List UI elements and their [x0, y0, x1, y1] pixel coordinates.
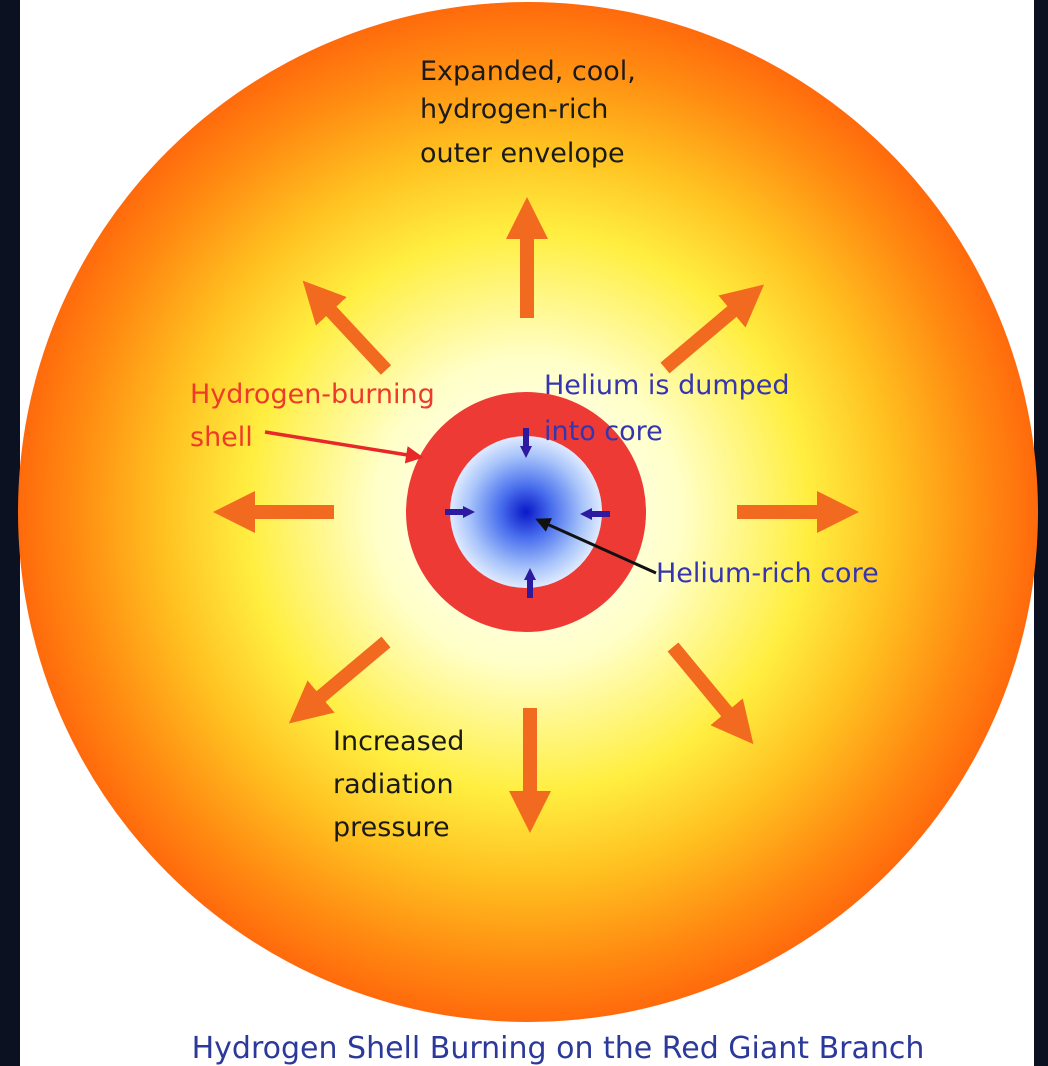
envelope-label-line-3: outer envelope: [420, 138, 625, 169]
core-label: Helium-rich core: [656, 558, 879, 589]
radiation-label-line-2: radiation: [333, 769, 454, 800]
radiation-label: Increased radiation pressure: [333, 726, 473, 843]
core-pointer: [535, 518, 657, 575]
helium-core: [450, 436, 602, 588]
diagram-caption: Hydrogen Shell Burning on the Red Giant …: [192, 1031, 925, 1066]
envelope-label: Expanded, cool, hydrogen-rich outer enve…: [420, 56, 644, 169]
envelope-label-line-2: hydrogen-rich: [420, 94, 608, 125]
arrow-down-left: [288, 636, 391, 724]
envelope-label-line-1: Expanded, cool,: [420, 56, 636, 87]
shell-label-line-2: shell: [190, 422, 253, 453]
arrow-down-right: [667, 642, 754, 745]
arrow-up-left: [302, 280, 392, 375]
radiation-arrows: [213, 197, 859, 833]
shell-label-line-1: Hydrogen-burning: [190, 379, 435, 410]
arrow-up-right: [660, 284, 765, 374]
shell-pointer: [264, 430, 424, 464]
helium-dump-label: Helium is dumped into core: [544, 370, 798, 447]
helium-inflow-arrows: [445, 428, 610, 598]
radiation-label-line-1: Increased: [333, 726, 464, 757]
helium-dump-label-line-2: into core: [544, 416, 663, 447]
helium-dump-label-line-1: Helium is dumped: [544, 370, 790, 401]
radiation-label-line-3: pressure: [333, 812, 450, 843]
shell-label: Hydrogen-burning shell: [190, 379, 443, 453]
